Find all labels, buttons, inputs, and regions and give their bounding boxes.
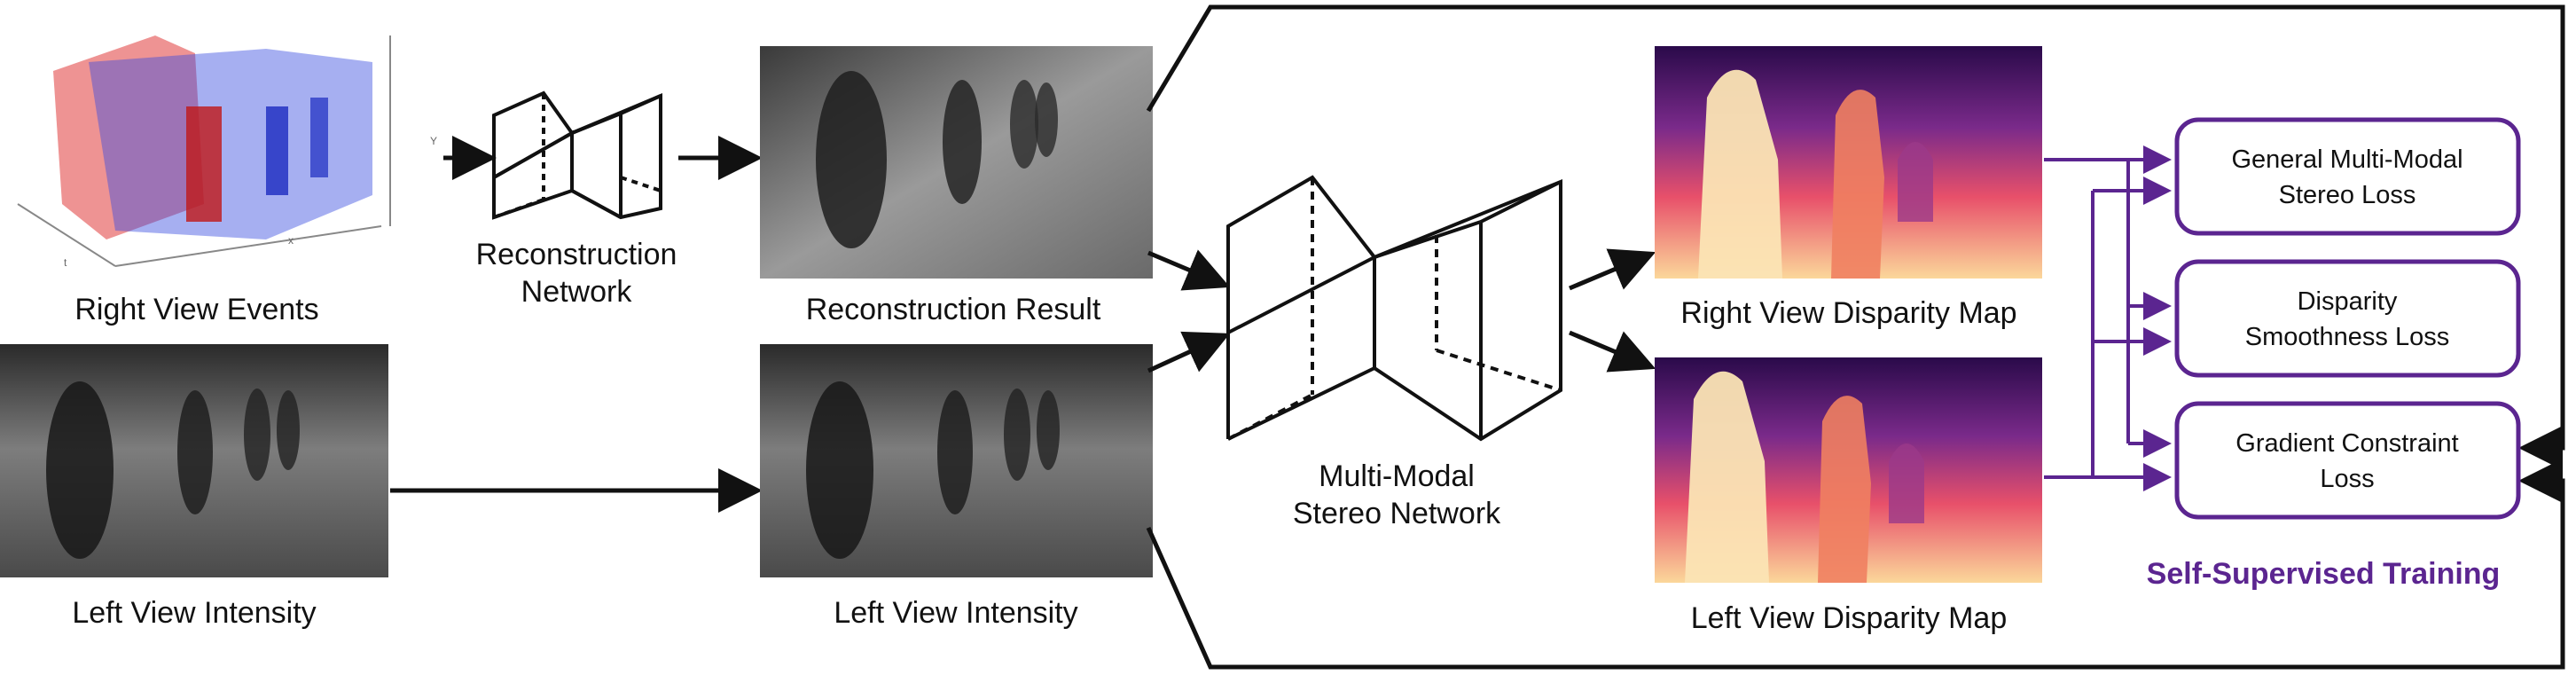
recon-network-label-2: Network <box>521 275 633 309</box>
axis-x-letter: x <box>288 234 294 247</box>
loss-general-line1: General Multi-Modal <box>2231 145 2462 174</box>
self-supervised-training-label: Self-Supervised Training <box>2147 557 2501 591</box>
loss-general-line2: Stereo Loss <box>2279 181 2416 209</box>
right-view-events-plot: Y t x <box>17 27 437 269</box>
left-disparity-map-image <box>1655 357 2042 583</box>
reconstruction-network-icon <box>492 90 662 220</box>
recon-network-label-1: Reconstruction <box>476 238 677 271</box>
arrow-stereo-to-right-disp <box>1569 248 1656 291</box>
loss-gradient-line2: Loss <box>2320 465 2374 493</box>
stereo-network-label-1: Multi-Modal <box>1319 459 1475 493</box>
left-view-intensity-copy-image <box>760 344 1153 577</box>
loss-smoothness-line2: Smoothness Loss <box>2245 323 2450 351</box>
right-view-events-label: Right View Events <box>74 293 318 326</box>
stereo-network-icon <box>1226 175 1562 442</box>
loss-box-general-multimodal: General Multi-Modal Stereo Loss <box>2174 117 2521 236</box>
loss-connectors <box>2044 145 2172 491</box>
left-view-intensity-input-image <box>0 344 388 577</box>
bracket-bottom-to-gradient-loss <box>1146 459 2565 670</box>
stereo-network-label-2: Stereo Network <box>1293 497 1501 530</box>
loss-box-gradient-constraint: Gradient Constraint Loss <box>2174 401 2521 520</box>
reconstruction-result-image <box>760 46 1153 279</box>
arrow-stereo-to-left-disp <box>1569 330 1656 373</box>
left-view-intensity-input-label: Left View Intensity <box>72 596 316 630</box>
axis-t-letter: t <box>64 256 67 269</box>
left-disp-label: Left View Disparity Map <box>1691 601 2008 635</box>
arrow-result-to-stereo <box>1147 249 1231 291</box>
recon-result-label: Reconstruction Result <box>806 293 1101 326</box>
right-disp-label: Right View Disparity Map <box>1680 296 2016 330</box>
left-view-intensity-copy-label: Left View Intensity <box>834 596 1077 630</box>
loss-smoothness-line1: Disparity <box>2298 287 2398 316</box>
axis-y-letter: Y <box>430 135 437 147</box>
loss-box-disparity-smoothness: Disparity Smoothness Loss <box>2174 259 2521 378</box>
right-disparity-map-image <box>1655 46 2042 279</box>
arrow-intensity-to-stereo <box>1147 331 1231 373</box>
bracket-top-to-gradient-loss <box>1146 4 2565 470</box>
loss-gradient-line1: Gradient Constraint <box>2235 429 2458 458</box>
